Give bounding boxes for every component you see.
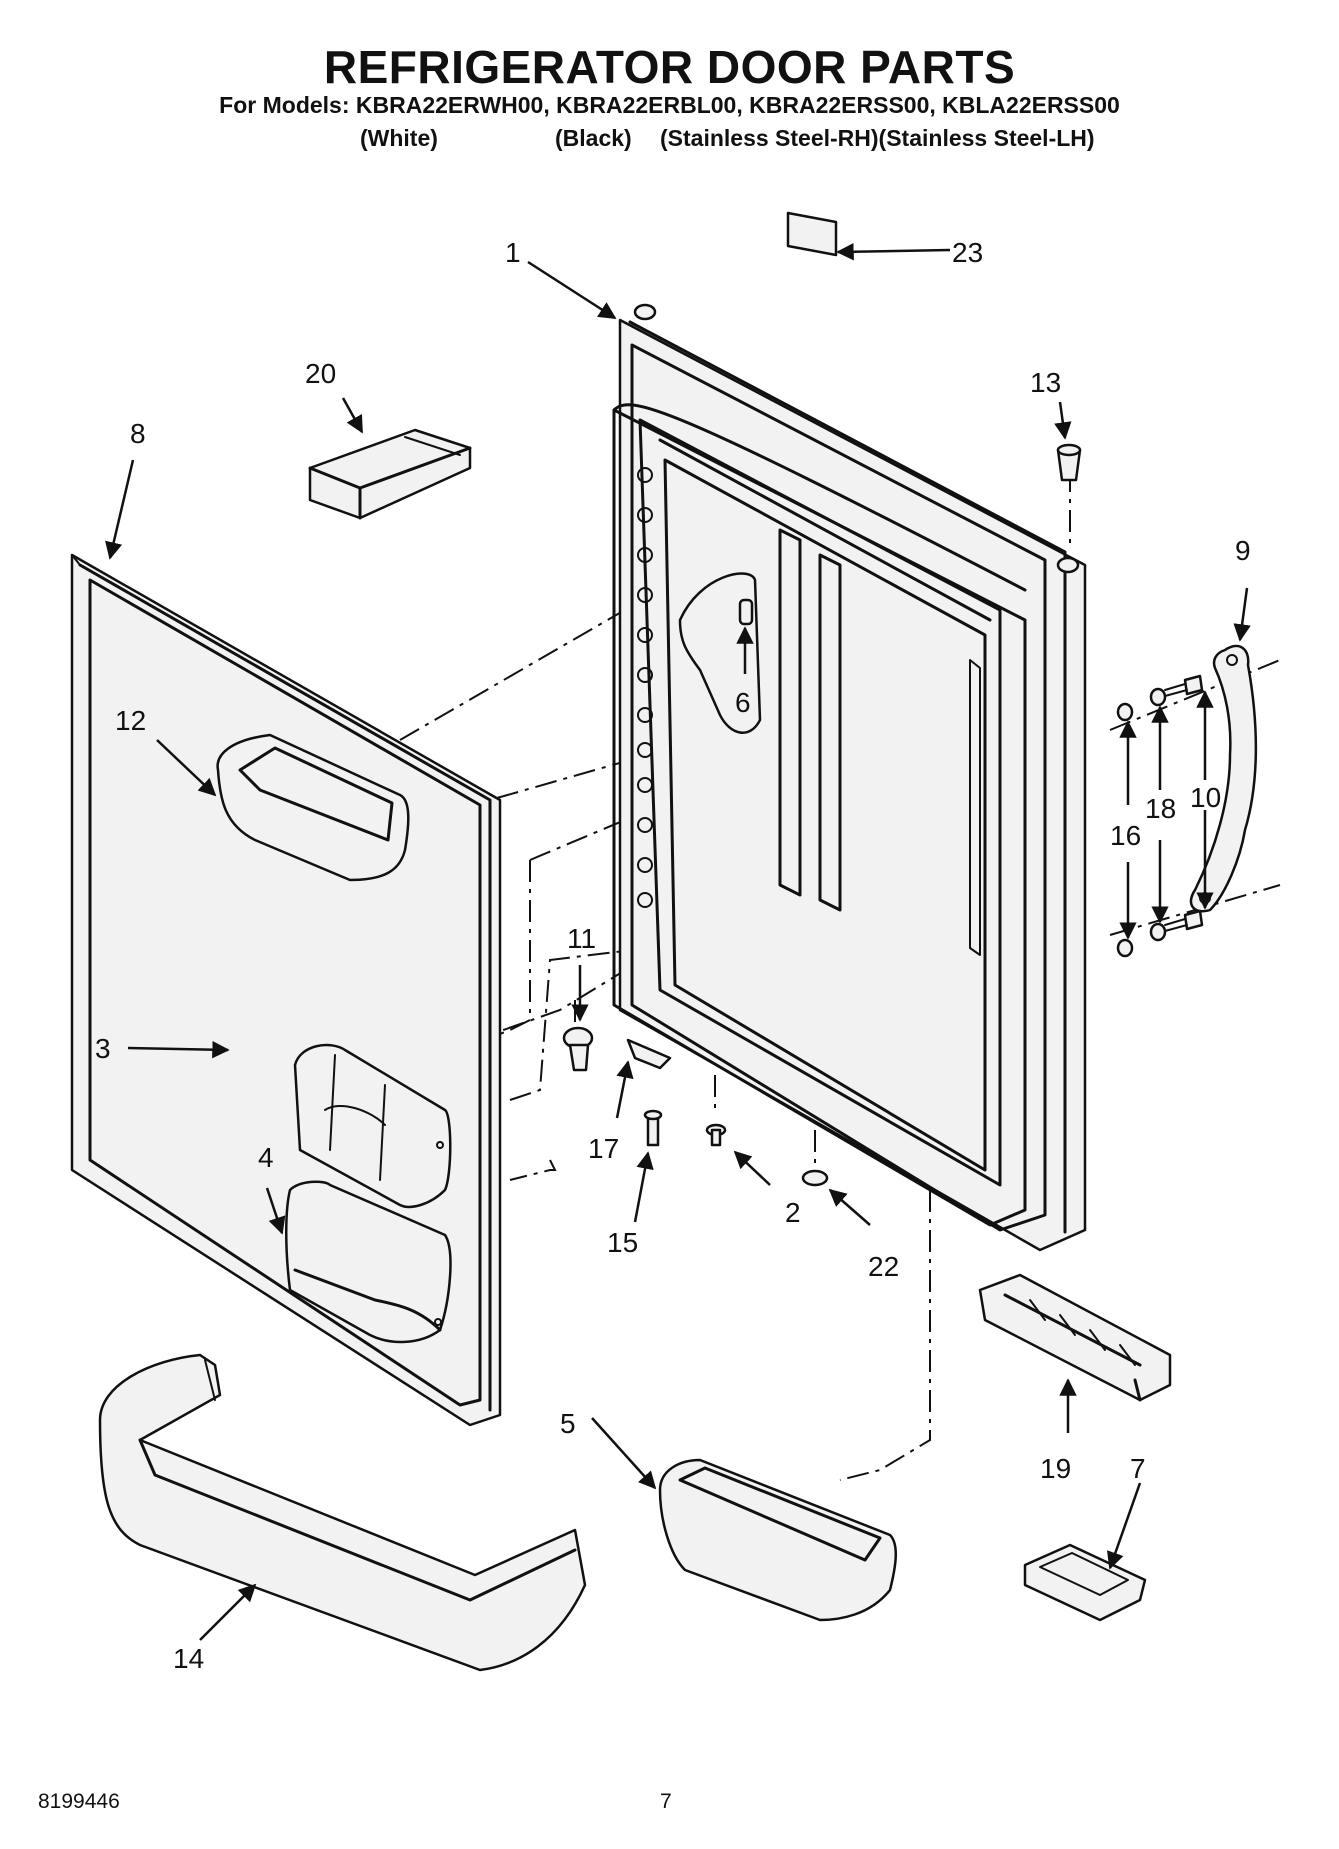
callout-1: 1 bbox=[505, 237, 521, 268]
butter-bin-part-20 bbox=[308, 428, 472, 520]
callout-7: 7 bbox=[1130, 1453, 1146, 1484]
callout-numbers: 1 2 3 4 5 6 7 8 9 10 11 12 13 14 15 16 1… bbox=[95, 237, 1251, 1674]
callout-9: 9 bbox=[1235, 535, 1251, 566]
callout-2: 2 bbox=[785, 1197, 801, 1228]
callout-6: 6 bbox=[735, 687, 751, 718]
callout-20: 20 bbox=[305, 358, 336, 389]
models-line: For Models: KBRA22ERWH00, KBRA22ERBL00, … bbox=[219, 92, 1120, 118]
egg-tray-part-19 bbox=[978, 1273, 1172, 1402]
callout-3: 3 bbox=[95, 1033, 111, 1064]
door-bin-part-5 bbox=[658, 1458, 897, 1622]
hardware bbox=[562, 443, 1204, 1187]
long-door-bin-part-14 bbox=[98, 1353, 587, 1672]
page-title: REFRIGERATOR DOOR PARTS bbox=[323, 41, 1016, 93]
callout-19: 19 bbox=[1040, 1453, 1071, 1484]
callout-15: 15 bbox=[607, 1227, 638, 1258]
screw-dimples bbox=[637, 467, 653, 908]
document-number: 8199446 bbox=[38, 1790, 120, 1813]
callout-23: 23 bbox=[952, 237, 983, 268]
door-liner-part-1 bbox=[612, 303, 1087, 1252]
leader-arrows bbox=[105, 242, 1251, 1641]
variant-white: (White) bbox=[360, 125, 438, 151]
door-stop-pin bbox=[738, 598, 754, 626]
callout-8: 8 bbox=[130, 418, 146, 449]
door-bin-part-12 bbox=[216, 733, 410, 882]
callout-18: 18 bbox=[1145, 793, 1176, 824]
callout-12: 12 bbox=[115, 705, 146, 736]
door-panel-part-8 bbox=[70, 553, 502, 1427]
callout-13: 13 bbox=[1030, 367, 1061, 398]
variant-stainless: (Stainless Steel-RH)(Stainless Steel-LH) bbox=[660, 125, 1095, 151]
door-shelf-part-4 bbox=[285, 1180, 452, 1344]
callout-5: 5 bbox=[560, 1408, 576, 1439]
callout-17: 17 bbox=[588, 1133, 619, 1164]
callout-10: 10 bbox=[1190, 782, 1221, 813]
callout-16: 16 bbox=[1110, 820, 1141, 851]
callout-11: 11 bbox=[567, 923, 596, 954]
tray-part-7 bbox=[1023, 1543, 1147, 1622]
label-part-23 bbox=[786, 211, 838, 257]
callout-14: 14 bbox=[173, 1643, 204, 1674]
page-number: 7 bbox=[660, 1790, 672, 1813]
variant-black: (Black) bbox=[555, 125, 632, 151]
dispenser-housing-part-3 bbox=[293, 1043, 452, 1209]
callout-4: 4 bbox=[258, 1142, 274, 1173]
callout-22: 22 bbox=[868, 1251, 899, 1282]
